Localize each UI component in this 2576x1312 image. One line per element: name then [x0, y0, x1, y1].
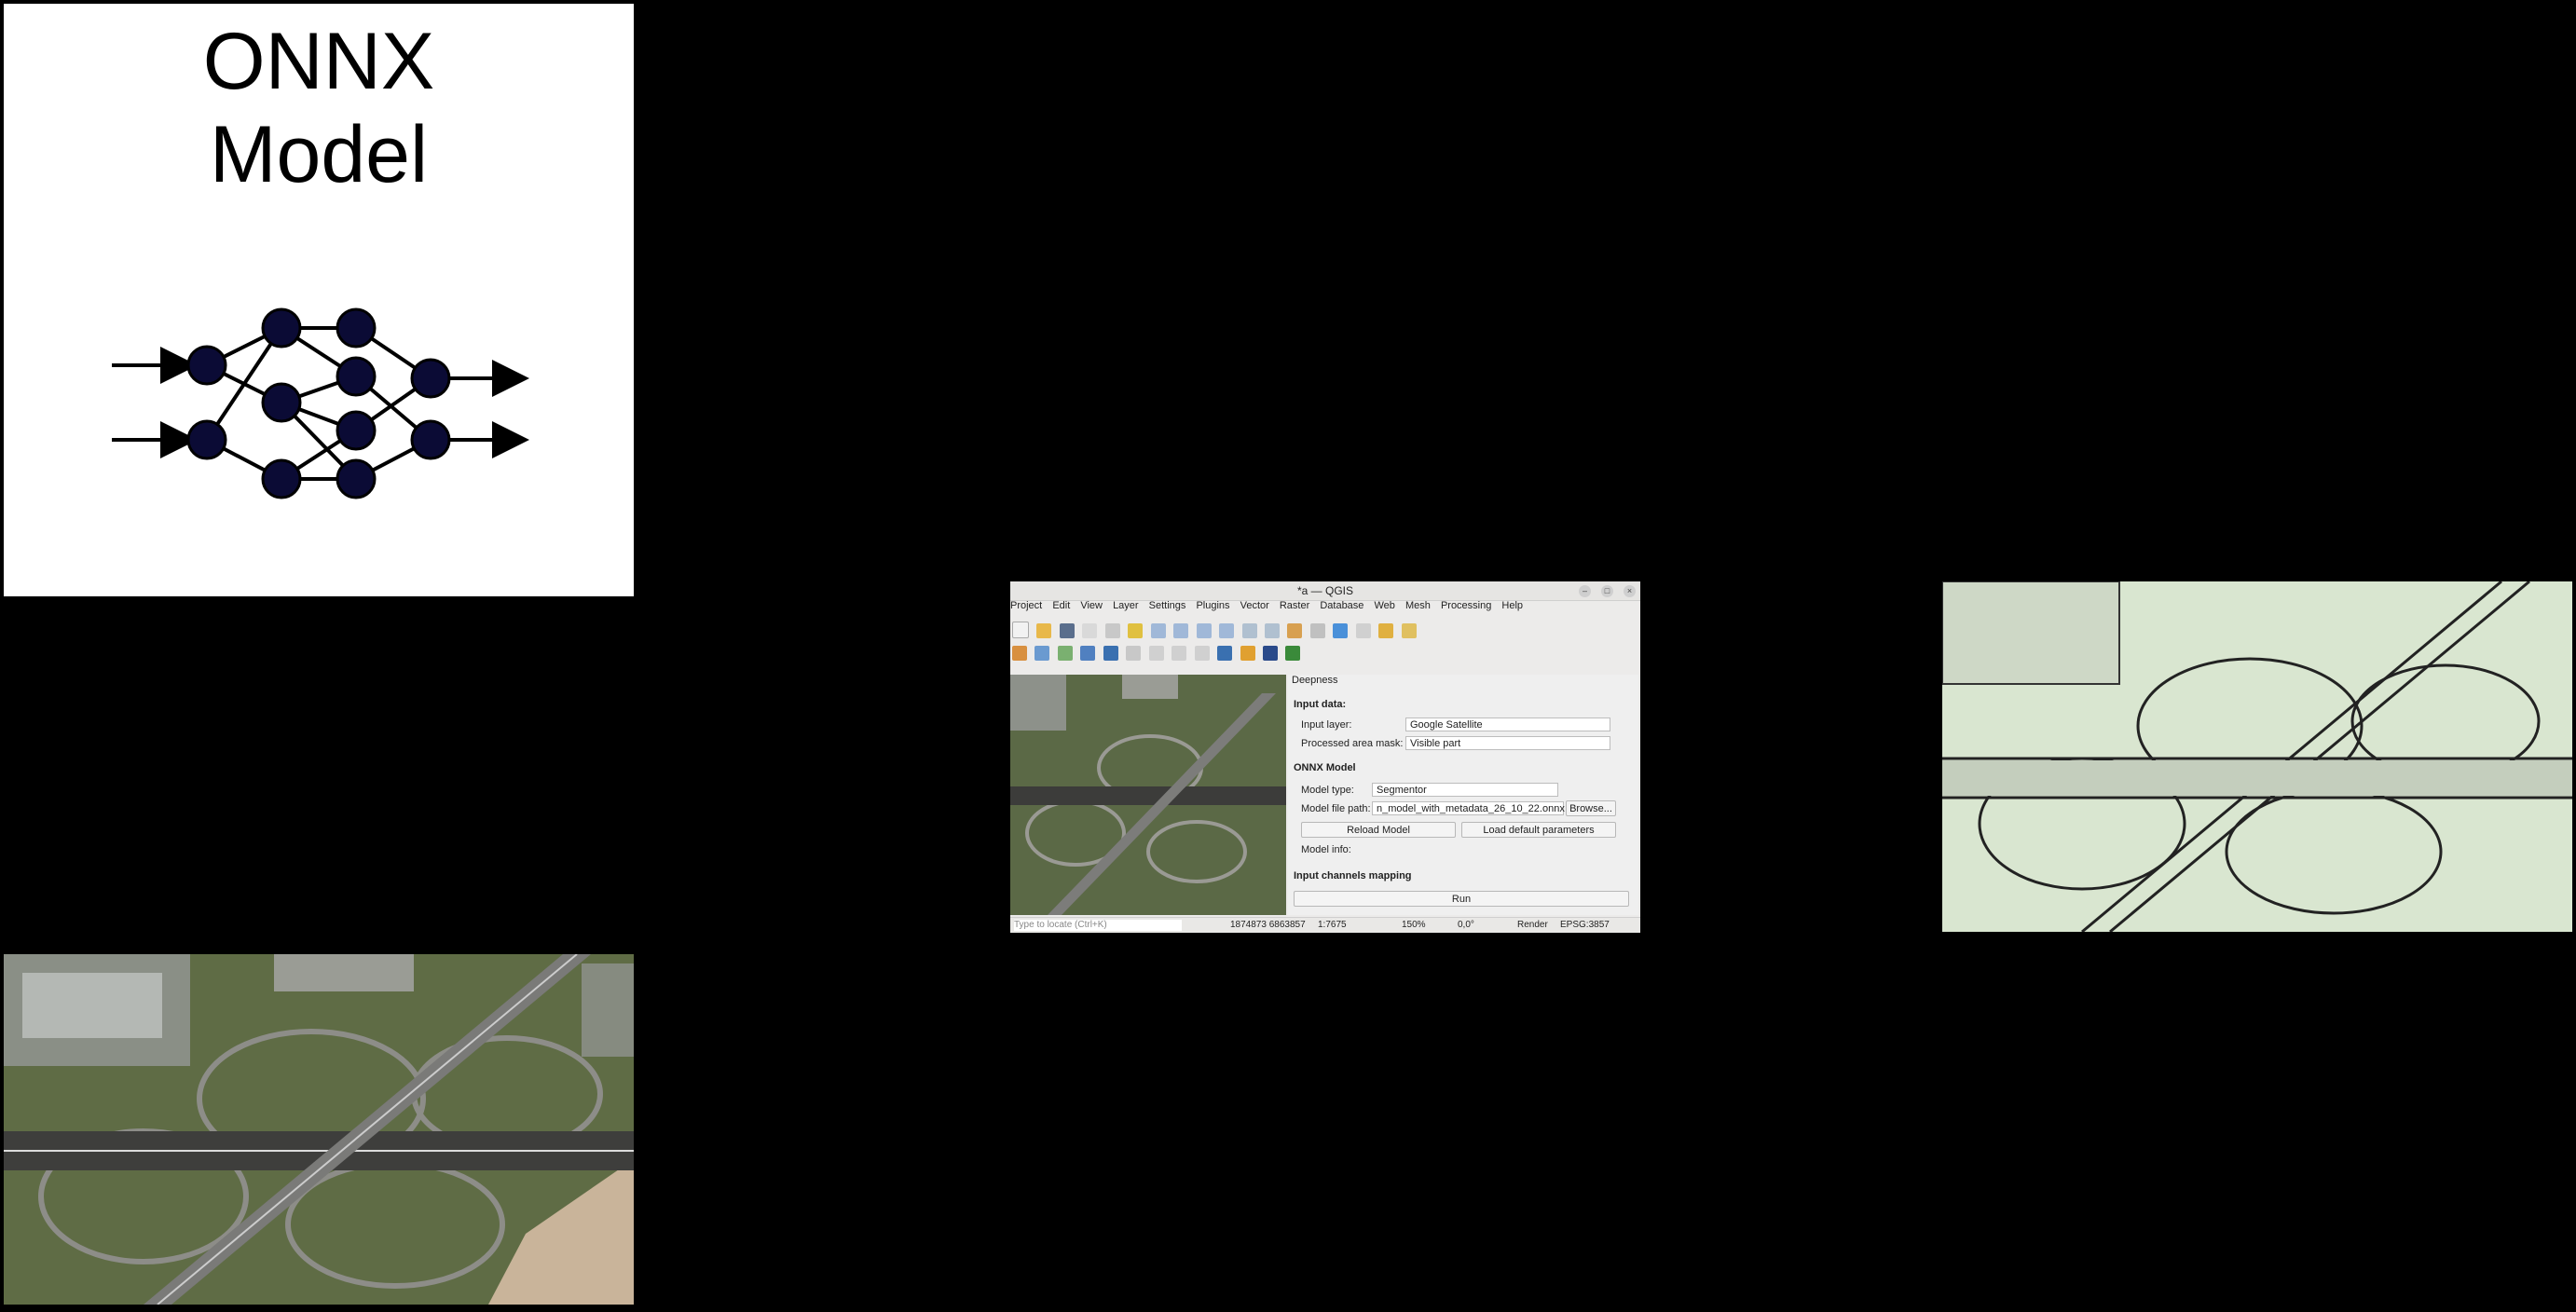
- map-tips-icon[interactable]: [1287, 623, 1303, 638]
- open-folder-icon[interactable]: [1036, 623, 1052, 638]
- new-project-icon[interactable]: [1012, 622, 1029, 638]
- map-canvas[interactable]: [1010, 675, 1286, 915]
- model-info-label: Model info:: [1301, 844, 1351, 855]
- zoom-layer-icon[interactable]: [1219, 623, 1235, 638]
- panel-title: Deepness: [1292, 675, 1338, 686]
- plugin-icon[interactable]: [1262, 646, 1278, 661]
- onnx-model-title: ONNX Model: [4, 15, 634, 201]
- edit-icon[interactable]: [1126, 646, 1142, 661]
- onnx-title-line2: Model: [209, 110, 429, 199]
- menu-raster[interactable]: Raster: [1279, 600, 1310, 611]
- mask-select[interactable]: Visible part: [1405, 736, 1610, 750]
- toolbar-primary: [1010, 617, 1640, 641]
- minimize-icon[interactable]: –: [1579, 585, 1591, 597]
- database-icon[interactable]: [1103, 646, 1118, 661]
- redo-icon[interactable]: [1194, 646, 1210, 661]
- run-button[interactable]: Run: [1294, 891, 1629, 907]
- window-titlebar: *a — QGIS – □ ×: [1010, 581, 1640, 601]
- globe-icon[interactable]: [1285, 646, 1301, 661]
- neural-network-icon: [112, 308, 529, 499]
- menu-mesh[interactable]: Mesh: [1404, 600, 1431, 611]
- identify-icon[interactable]: [1355, 623, 1371, 638]
- input-layer-select[interactable]: Google Satellite: [1405, 718, 1610, 731]
- toolbar-secondary: [1010, 641, 1640, 665]
- menu-processing[interactable]: Processing: [1440, 600, 1492, 611]
- add-vector-icon[interactable]: [1035, 646, 1050, 661]
- render-toggle[interactable]: Render: [1517, 920, 1548, 930]
- close-icon[interactable]: ×: [1624, 585, 1636, 597]
- segmentation-output-image: [1942, 581, 2572, 932]
- menu-view[interactable]: View: [1080, 600, 1103, 611]
- digitize-icon[interactable]: [1080, 646, 1096, 661]
- zoom-last-icon[interactable]: [1241, 623, 1257, 638]
- input-layer-label: Input layer:: [1301, 719, 1352, 731]
- locate-search-input[interactable]: Type to locate (Ctrl+K): [1014, 920, 1182, 931]
- maximize-icon[interactable]: □: [1601, 585, 1613, 597]
- menu-database[interactable]: Database: [1320, 600, 1364, 611]
- add-mesh-icon[interactable]: [1057, 646, 1073, 661]
- model-path-input[interactable]: n_model_with_metadata_26_10_22.onnx: [1372, 801, 1565, 815]
- menu-plugins[interactable]: Plugins: [1196, 600, 1230, 611]
- menu-project[interactable]: Project: [1010, 600, 1043, 611]
- zoom-in-icon[interactable]: [1150, 623, 1166, 638]
- reload-model-button[interactable]: Reload Model: [1301, 822, 1456, 838]
- menu-settings[interactable]: Settings: [1148, 600, 1186, 611]
- python-icon[interactable]: [1240, 646, 1255, 661]
- attribute-table-icon[interactable]: [1401, 623, 1417, 638]
- select-icon[interactable]: [1378, 623, 1394, 638]
- refresh-icon[interactable]: [1333, 623, 1349, 638]
- menu-layer[interactable]: Layer: [1113, 600, 1139, 611]
- load-default-params-button[interactable]: Load default parameters: [1461, 822, 1616, 838]
- add-raster-icon[interactable]: [1012, 646, 1027, 661]
- menu-web[interactable]: Web: [1374, 600, 1395, 611]
- statusbar: Type to locate (Ctrl+K) 1874873 6863857 …: [1010, 917, 1640, 933]
- menu-edit[interactable]: Edit: [1052, 600, 1071, 611]
- menu-vector[interactable]: Vector: [1240, 600, 1269, 611]
- menubar: Project Edit View Layer Settings Plugins…: [1010, 600, 1640, 615]
- deepness-panel: Deepness Input data: Input layer: Google…: [1288, 675, 1638, 915]
- crs-readout[interactable]: EPSG:3857: [1560, 920, 1610, 930]
- coordinate-readout: 1874873 6863857: [1230, 920, 1306, 930]
- magnifier-readout[interactable]: 150%: [1402, 920, 1426, 930]
- section-onnx-model[interactable]: ONNX Model: [1294, 762, 1356, 773]
- qgis-window: *a — QGIS – □ × Project Edit View Layer …: [1010, 581, 1640, 933]
- zoom-next-icon[interactable]: [1264, 623, 1280, 638]
- layout-manager-icon[interactable]: [1104, 623, 1120, 638]
- section-channels-mapping[interactable]: Input channels mapping: [1294, 870, 1412, 882]
- model-path-label: Model file path:: [1301, 803, 1371, 814]
- scale-readout[interactable]: 1:7675: [1318, 920, 1347, 930]
- input-satellite-image: [4, 954, 634, 1305]
- menu-help[interactable]: Help: [1501, 600, 1524, 611]
- print-layout-icon[interactable]: [1082, 623, 1098, 638]
- deepness-icon[interactable]: [1217, 646, 1233, 661]
- zoom-out-icon[interactable]: [1173, 623, 1189, 638]
- pan-icon[interactable]: [1128, 623, 1144, 638]
- rotation-readout[interactable]: 0,0°: [1458, 920, 1474, 930]
- undo-icon[interactable]: [1172, 646, 1187, 661]
- browse-button[interactable]: Browse...: [1566, 800, 1616, 816]
- onnx-title-line1: ONNX: [202, 17, 435, 106]
- model-type-select[interactable]: Segmentor: [1372, 783, 1558, 797]
- save-icon[interactable]: [1059, 623, 1075, 638]
- section-input-data[interactable]: Input data:: [1294, 699, 1347, 710]
- node-tool-icon[interactable]: [1148, 646, 1164, 661]
- clock-icon[interactable]: [1309, 623, 1325, 638]
- onnx-model-card: ONNX Model: [4, 4, 634, 596]
- window-title: *a — QGIS: [1296, 584, 1354, 597]
- mask-label: Processed area mask:: [1301, 738, 1404, 749]
- model-type-label: Model type:: [1301, 785, 1354, 796]
- zoom-full-icon[interactable]: [1196, 623, 1212, 638]
